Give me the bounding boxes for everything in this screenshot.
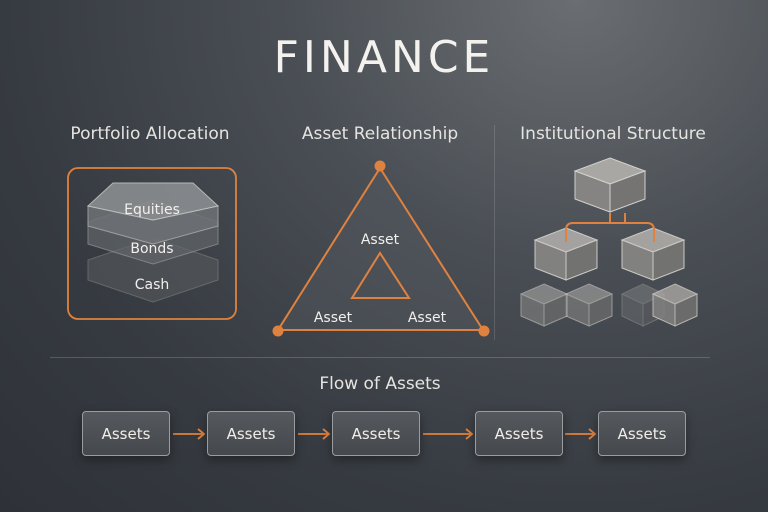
asset-relationship-diagram: Asset Asset Asset: [272, 160, 490, 337]
layer-label-cash: Cash: [135, 277, 170, 293]
flow-step-2: Assets: [207, 411, 295, 456]
asset-relationship-title: Asset Relationship: [301, 124, 459, 144]
cube-node: [651, 283, 699, 327]
node-dot: [272, 325, 284, 337]
hierarchy-connector: [565, 213, 655, 242]
flow-step-3: Assets: [332, 411, 420, 456]
section-divider: [494, 125, 495, 340]
institutional-structure-title: Institutional Structure: [520, 124, 706, 144]
portfolio-allocation-title: Portfolio Allocation: [70, 124, 230, 144]
cube-node: [564, 283, 614, 327]
flow-of-assets-title: Flow of Assets: [319, 374, 441, 394]
institutional-structure-diagram: [519, 157, 699, 327]
flow-step-4: Assets: [475, 411, 563, 456]
cube-node: [533, 227, 599, 281]
flow-step-5: Assets: [598, 411, 686, 456]
arrow-icon: [423, 428, 474, 440]
page-title: FINANCE: [273, 32, 495, 83]
portfolio-frame: [67, 167, 237, 320]
outer-triangle: [276, 166, 485, 331]
cube-node: [573, 157, 647, 213]
asset-label-left: Asset: [314, 310, 353, 326]
arrow-icon: [173, 428, 206, 440]
arrow-icon: [565, 428, 597, 440]
layer-label-equities: Equities: [124, 202, 180, 218]
node-dot: [478, 325, 490, 337]
layer-label-bonds: Bonds: [130, 241, 173, 257]
inner-triangle: [350, 251, 411, 299]
node-dot: [374, 160, 386, 172]
layer-equities: [86, 182, 220, 245]
arrow-icon: [298, 428, 331, 440]
cube-node: [519, 283, 569, 327]
asset-label-top: Asset: [361, 232, 400, 248]
flow-step-1: Assets: [82, 411, 170, 456]
section-divider: [50, 357, 710, 358]
flow-arrows: [173, 428, 597, 440]
asset-label-right: Asset: [408, 310, 447, 326]
portfolio-allocation-diagram: Equities Bonds Cash: [67, 167, 237, 320]
cube-node: [620, 227, 686, 281]
